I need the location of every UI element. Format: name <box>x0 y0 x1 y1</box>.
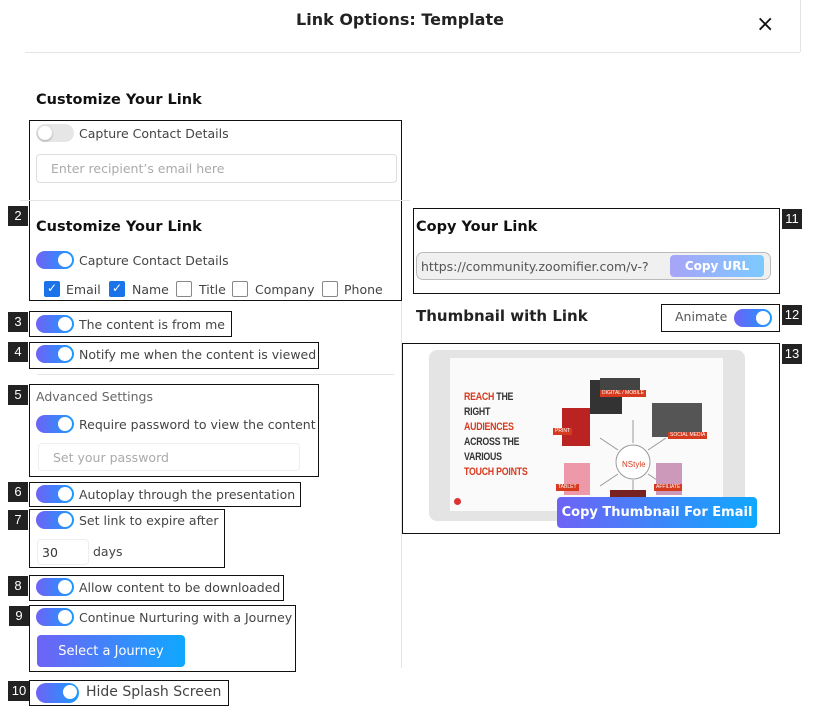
expire-days-input[interactable]: 30 <box>37 539 89 565</box>
require-password-toggle[interactable] <box>36 415 74 433</box>
marker-3: 3 <box>8 312 28 332</box>
annotation-box <box>29 120 402 301</box>
expire-label: Set link to expire after <box>79 513 219 528</box>
checkbox-label: Company <box>255 282 315 297</box>
copy-thumbnail-button[interactable]: Copy Thumbnail For Email <box>557 497 757 528</box>
section-heading: Customize Your Link <box>36 92 202 108</box>
section-heading: Customize Your Link <box>36 219 202 235</box>
close-icon[interactable]: × <box>756 12 775 37</box>
hide-splash-label: Hide Splash Screen <box>86 684 222 700</box>
thumbnail-preview: REACH THE RIGHT AUDIENCES ACROSS THE VAR… <box>429 350 745 521</box>
select-journey-button[interactable]: Select a Journey <box>37 635 185 667</box>
notify-label: Notify me when the content is viewed <box>79 347 317 362</box>
annotation-box <box>661 304 780 332</box>
annotation-box <box>29 509 225 568</box>
advanced-settings-label: Advanced Settings <box>36 389 153 404</box>
copy-link-heading: Copy Your Link <box>416 219 538 235</box>
slide-text: REACH THE RIGHT AUDIENCES ACROSS THE VAR… <box>464 391 528 478</box>
require-password-label: Require password to view the content <box>79 417 316 432</box>
download-label: Allow content to be downloaded <box>79 580 281 595</box>
tag-print: PRINT <box>553 428 572 435</box>
tag-social-media: SOCIAL MEDIA <box>668 432 708 439</box>
tag-tablet: TABLET <box>556 484 579 491</box>
hub-diagram: NStyle <box>562 378 702 508</box>
annotation-box <box>29 311 232 337</box>
animate-toggle[interactable] <box>734 309 772 327</box>
checkbox-phone[interactable] <box>322 281 338 297</box>
capture-contact-toggle[interactable] <box>36 251 74 269</box>
autoplay-label: Autoplay through the presentation <box>79 487 296 502</box>
checkbox-label: Name <box>132 282 169 297</box>
content-from-me-label: The content is from me <box>79 317 225 332</box>
marker-13: 13 <box>782 344 802 364</box>
notify-toggle[interactable] <box>36 345 74 363</box>
tag-digital-mobile: DIGITAL / MOBILE <box>600 390 646 397</box>
divider <box>25 52 800 53</box>
marker-6: 6 <box>8 482 28 502</box>
marker-8: 8 <box>8 576 28 596</box>
checkbox-name[interactable]: ✓ <box>109 281 125 297</box>
slide-image: REACH THE RIGHT AUDIENCES ACROSS THE VAR… <box>450 358 723 511</box>
marker-4: 4 <box>8 342 28 362</box>
password-input[interactable]: Set your password <box>38 443 300 471</box>
marker-9: 9 <box>9 606 29 626</box>
checkbox-label: Phone <box>344 282 383 297</box>
checkbox-company[interactable] <box>232 281 248 297</box>
capture-contact-label: Capture Contact Details <box>79 253 229 268</box>
marker-11: 11 <box>782 209 802 229</box>
annotation-box <box>29 680 229 706</box>
annotation-box <box>29 482 301 507</box>
hide-splash-toggle[interactable] <box>36 683 79 703</box>
annotation-box <box>29 575 284 601</box>
checkbox-title[interactable] <box>176 281 192 297</box>
logo-circle <box>615 444 651 480</box>
divider <box>401 195 402 668</box>
newstyle-logo: NStyle <box>622 460 646 469</box>
dialog-title: Link Options: Template <box>296 10 504 29</box>
expire-toggle[interactable] <box>36 511 74 529</box>
tag-affiliate: AFFILIATE <box>654 484 683 491</box>
annotation-box <box>29 605 296 672</box>
download-toggle[interactable] <box>36 578 74 596</box>
annotation-box <box>29 342 319 369</box>
divider <box>800 0 801 52</box>
capture-contact-label: Capture Contact Details <box>79 126 229 141</box>
content-from-me-toggle[interactable] <box>36 315 74 333</box>
recipient-email-input[interactable]: Enter recipient’s email here <box>36 154 397 183</box>
journey-label: Continue Nurturing with a Journey <box>79 610 293 625</box>
marker-10: 10 <box>8 681 30 701</box>
journey-toggle[interactable] <box>36 608 74 626</box>
thumbnail-heading: Thumbnail with Link <box>416 307 588 325</box>
checkbox-label: Title <box>199 282 226 297</box>
capture-contact-toggle[interactable] <box>36 124 74 142</box>
animate-label: Animate <box>675 309 728 324</box>
checkbox-label: Email <box>66 282 101 297</box>
marker-5: 5 <box>8 385 28 405</box>
autoplay-toggle[interactable] <box>36 485 74 503</box>
marker-7: 7 <box>8 510 28 530</box>
url-text: https://community.zoomifier.com/v-? <box>421 259 649 274</box>
days-label: days <box>93 544 123 559</box>
divider <box>37 374 394 375</box>
annotation-box <box>402 343 780 534</box>
slide-nav-dot <box>454 498 461 505</box>
divider <box>20 200 410 201</box>
annotation-box <box>29 384 319 477</box>
copy-url-button[interactable]: Copy URL <box>670 255 764 277</box>
checkbox-email[interactable]: ✓ <box>44 281 60 297</box>
marker-12: 12 <box>782 305 802 325</box>
marker-2: 2 <box>8 206 28 226</box>
annotation-box <box>413 208 780 294</box>
